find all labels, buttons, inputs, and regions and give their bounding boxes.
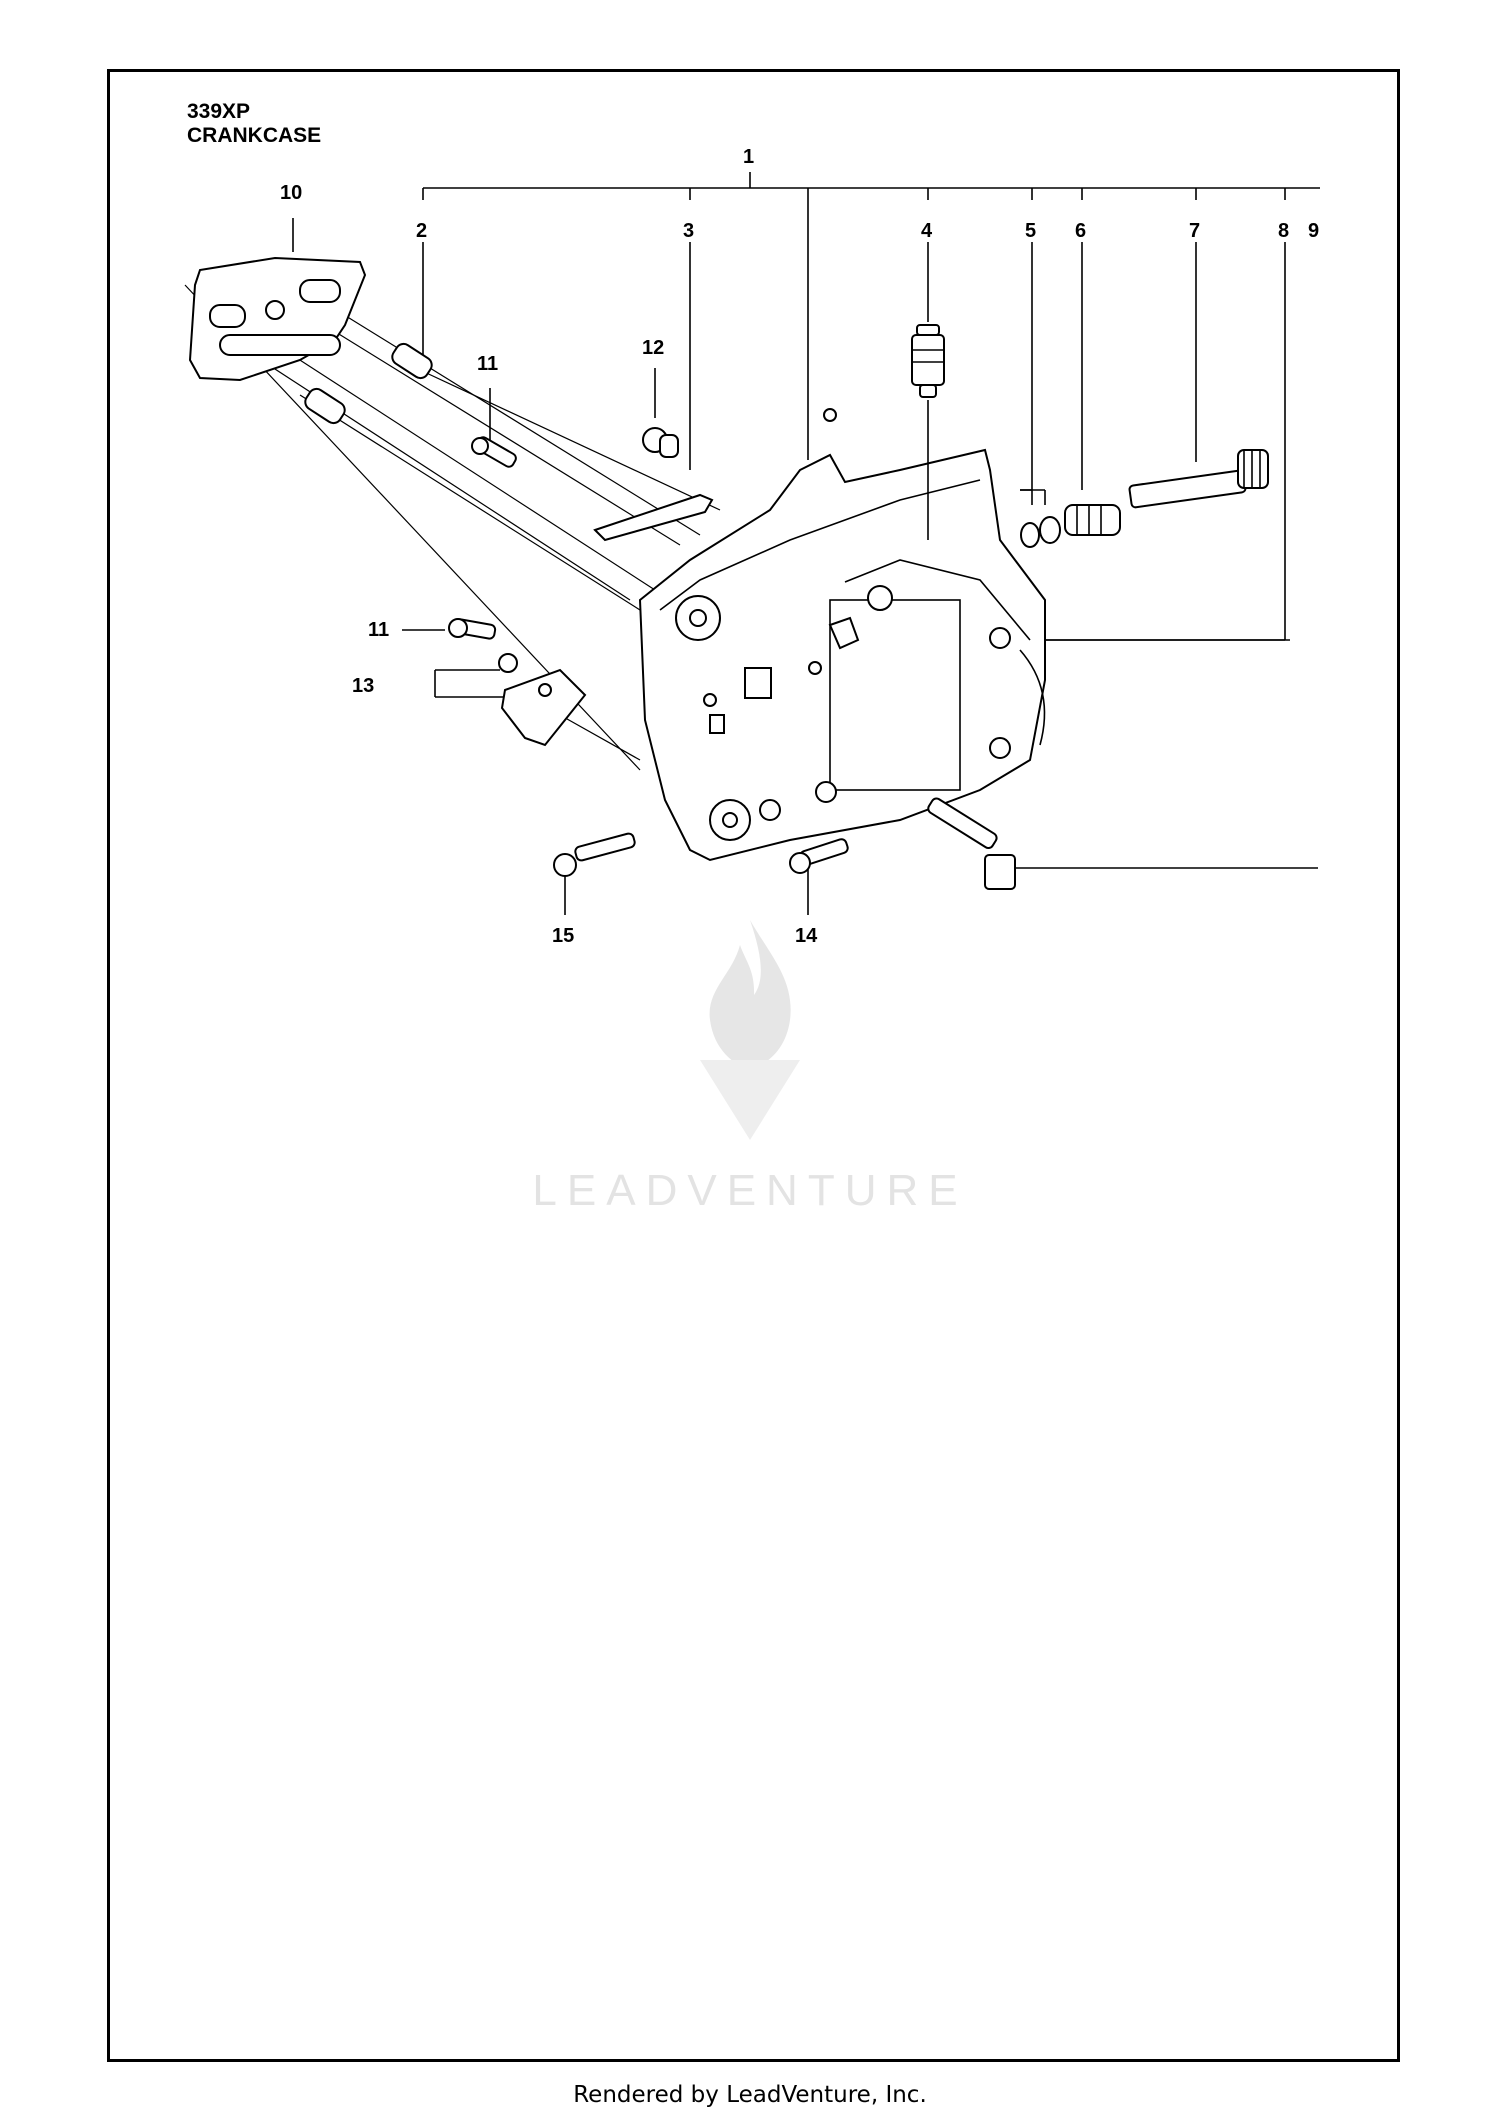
flame-logo-icon bbox=[700, 920, 800, 1140]
callout-7: 7 bbox=[1189, 220, 1200, 242]
callout-10: 10 bbox=[280, 182, 302, 204]
screw-11-lower bbox=[448, 618, 497, 640]
callout-5: 5 bbox=[1025, 220, 1036, 242]
callout-1: 1 bbox=[743, 146, 754, 168]
plug-12 bbox=[642, 427, 679, 458]
sub-brackets bbox=[1020, 489, 1046, 505]
screw-14 bbox=[789, 838, 849, 874]
screw-15 bbox=[553, 832, 636, 877]
bar-bolt bbox=[927, 797, 1016, 890]
section-label: CRANKCASE bbox=[187, 124, 322, 147]
callout-6: 6 bbox=[1075, 220, 1086, 242]
chain-guide-plate bbox=[188, 256, 367, 382]
callout-4: 4 bbox=[921, 220, 933, 242]
model-label: 339XP bbox=[187, 100, 251, 123]
callout-14: 14 bbox=[795, 925, 818, 947]
callout-11-lower: 11 bbox=[368, 619, 389, 641]
callout-2: 2 bbox=[416, 220, 427, 242]
adjuster-screw bbox=[1128, 449, 1269, 509]
watermark-text: LEADVENTURE bbox=[532, 1166, 967, 1215]
callout-15: 15 bbox=[552, 925, 574, 947]
spacer-sleeves bbox=[304, 342, 433, 425]
guide-rods bbox=[184, 284, 901, 836]
callout-13: 13 bbox=[352, 675, 374, 697]
diagram-title: 339XP CRANKCASE bbox=[187, 100, 321, 148]
oil-pump-valve bbox=[911, 324, 945, 540]
footer-credit: Rendered by LeadVenture, Inc. bbox=[573, 2082, 927, 2108]
washers bbox=[1020, 516, 1061, 548]
callout-numbers: 1 2 3 4 5 6 7 8 9 10 11 11 12 13 14 15 bbox=[280, 146, 1319, 947]
screw-11-upper bbox=[471, 436, 517, 468]
oil-pipe bbox=[593, 493, 714, 542]
leadventure-watermark: LEADVENTURE bbox=[532, 920, 967, 1215]
callout-bracket bbox=[422, 172, 1320, 460]
diagram-frame bbox=[107, 69, 1400, 2062]
crankcase-body bbox=[638, 408, 1046, 862]
callout-12: 12 bbox=[642, 337, 664, 359]
callout-3: 3 bbox=[683, 220, 694, 242]
spring bbox=[1064, 504, 1121, 536]
callout-9: 9 bbox=[1308, 220, 1319, 242]
chain-catcher bbox=[498, 653, 587, 747]
callout-8: 8 bbox=[1278, 220, 1289, 242]
callout-11-upper: 11 bbox=[477, 353, 498, 375]
